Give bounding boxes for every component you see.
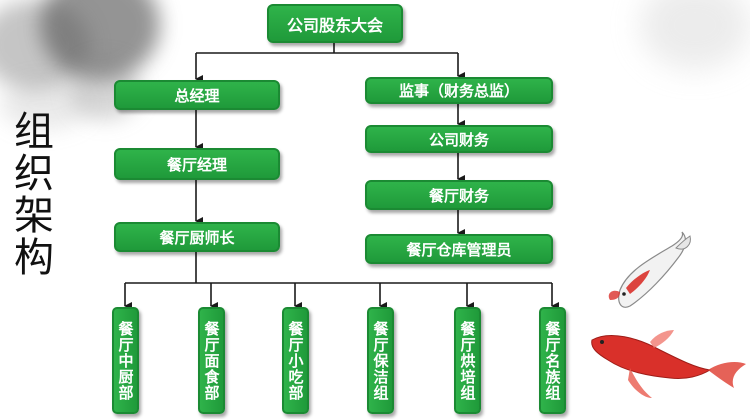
dept-box: 餐厅烘培组 <box>454 307 481 414</box>
dept-box: 餐厅小吃部 <box>282 307 309 414</box>
node-warehouse-manager: 餐厅仓库管理员 <box>365 234 553 264</box>
white-koi-fish <box>608 231 691 308</box>
node-shareholders-meeting: 公司股东大会 <box>267 4 403 43</box>
red-koi-fish <box>591 330 746 398</box>
koi-fish-decoration <box>591 231 746 398</box>
node-supervisor: 监事（财务总监） <box>365 77 553 104</box>
node-head-chef: 餐厅厨师长 <box>114 222 280 252</box>
dept-box: 餐厅名族组 <box>539 307 566 414</box>
side-title: 组织架构 <box>7 110 53 278</box>
dept-box: 餐厅中厨部 <box>112 307 139 414</box>
dept-box: 餐厅面食部 <box>198 307 225 414</box>
node-restaurant-manager: 餐厅经理 <box>114 148 280 180</box>
node-general-manager: 总经理 <box>114 80 280 110</box>
node-company-finance: 公司财务 <box>365 125 553 153</box>
ink-wash-faint <box>640 0 750 70</box>
node-restaurant-finance: 餐厅财务 <box>365 180 553 210</box>
dept-box: 餐厅保洁组 <box>367 307 394 414</box>
